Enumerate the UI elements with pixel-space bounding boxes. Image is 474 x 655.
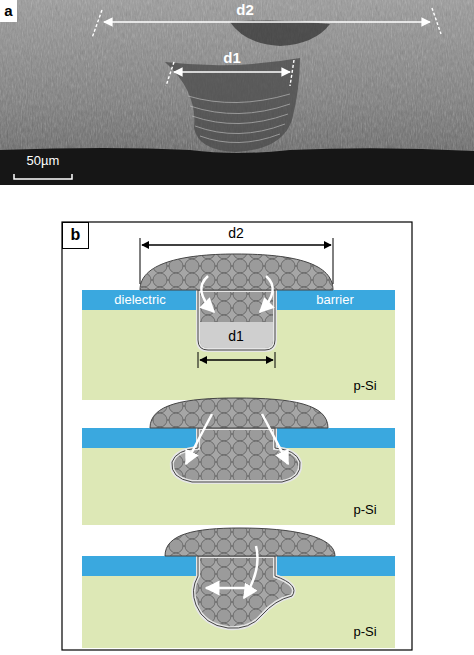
panel-frame [62,222,412,650]
layer-label: dielectric [112,293,167,308]
panel-label-box: b [62,222,89,249]
panel-letter: a [4,2,12,19]
stage-3 [82,528,395,648]
stage-1 [82,238,395,400]
sem-photo [0,0,474,185]
dimension-label: d2 [234,1,256,18]
layer-label: barrier [314,293,356,308]
material-label: p-Si [351,625,378,640]
dimension-label: d1 [226,328,246,344]
panel-label-box: a [0,0,17,22]
panel-letter: b [71,226,81,244]
material-label: p-Si [351,503,378,518]
dimension-label: d2 [226,225,246,241]
scale-label: 50µm [25,154,62,169]
stage-2 [82,398,395,525]
dimension-label: d1 [221,49,243,66]
material-label: p-Si [351,379,378,394]
